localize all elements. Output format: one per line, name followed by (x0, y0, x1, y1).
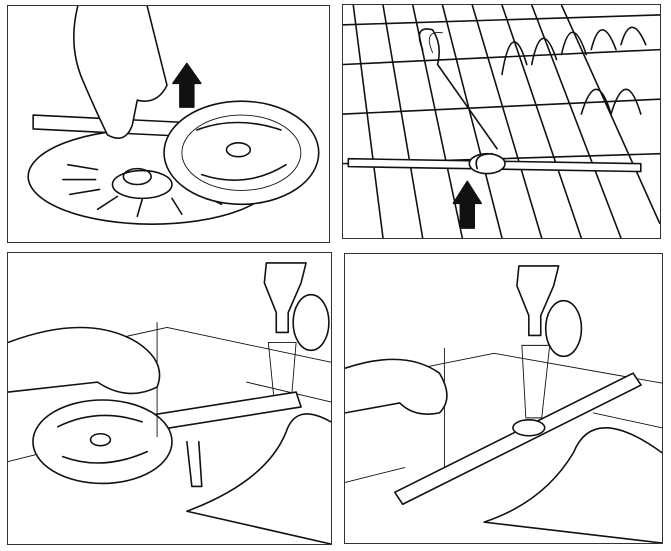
faucet-icon (516, 265, 560, 337)
spray-disc-icon (163, 100, 320, 206)
filter-cylinder-icon (111, 169, 173, 200)
middle-arm-cleaning-illustration (345, 265, 662, 543)
right-hand-icon (186, 413, 331, 544)
disc-slots-icon (56, 414, 148, 464)
spray-disc-icon (32, 399, 173, 485)
right-hand-icon (483, 427, 662, 543)
water-stream-icon (521, 344, 551, 419)
rotate-arrow-icon (475, 152, 493, 170)
dish-rack-icon (343, 5, 660, 238)
up-arrow-icon (452, 180, 482, 229)
filter-center-icon (122, 167, 152, 186)
rack-illustration (343, 5, 660, 238)
faucet-mount-icon (292, 293, 330, 352)
disc-slot-bottom-icon (200, 163, 287, 181)
disc-slot-top-icon (195, 121, 282, 131)
up-arrow-icon (172, 62, 202, 108)
panel-clean-middle-spray-arm (344, 253, 663, 544)
lower-spray-arm-illustration (27, 6, 320, 225)
left-hand-icon (8, 326, 161, 395)
pipe-hook-icon (428, 31, 443, 54)
arm-hub-icon (468, 152, 506, 175)
faucet-icon (263, 262, 307, 334)
panel-remove-lower-spray-arm (7, 5, 330, 243)
water-pipe-icon (418, 28, 498, 150)
faucet-mount-icon (544, 299, 583, 358)
disc-hub-icon (225, 142, 252, 158)
panel-remove-middle-spray-arm (342, 4, 661, 239)
spray-disc-inner-icon (181, 114, 302, 191)
left-hand-icon (345, 358, 448, 415)
hand-icon (73, 6, 168, 139)
arm-stem-icon (186, 440, 203, 488)
arm-hub-icon (512, 419, 546, 437)
lower-arm-cleaning-illustration (8, 262, 331, 544)
disc-hub-icon (89, 432, 112, 447)
middle-spray-arm-icon (393, 372, 642, 506)
panel-clean-lower-spray-arm (7, 252, 332, 545)
